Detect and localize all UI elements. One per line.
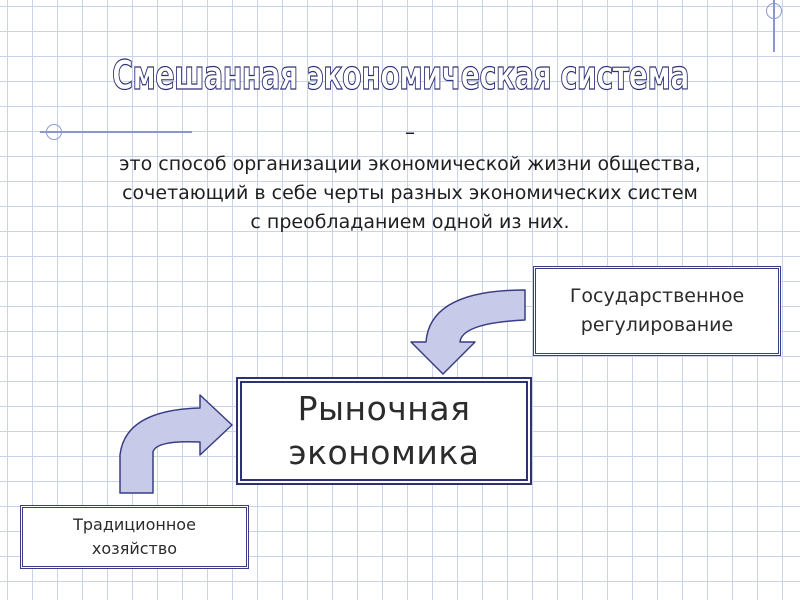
traditional-economy-line-1: Традиционное bbox=[73, 515, 196, 534]
market-economy-line-1: Рыночная bbox=[297, 389, 471, 428]
definition-line-2: сочетающий в себе черты разных экономиче… bbox=[122, 182, 698, 204]
definition-line-1: это способ организации экономической жиз… bbox=[119, 153, 701, 175]
page-title: Смешанная экономическая система bbox=[112, 53, 690, 99]
traditional-economy-box: Традиционное хозяйство bbox=[20, 505, 249, 569]
definition-text: это способ организации экономической жиз… bbox=[40, 150, 780, 237]
title-dash: – bbox=[405, 120, 415, 144]
state-regulation-box: Государственное регулирование bbox=[533, 266, 781, 356]
definition-line-3: с преобладанием одной из них. bbox=[250, 211, 570, 233]
state-regulation-line-2: регулирование bbox=[580, 314, 734, 336]
state-regulation-line-1: Государственное bbox=[569, 285, 745, 307]
arrow-from-traditional-economy bbox=[119, 394, 233, 494]
arrow-from-state-regulation bbox=[410, 289, 526, 375]
market-economy-line-2: экономика bbox=[288, 433, 480, 472]
market-economy-box: Рыночная экономика bbox=[236, 377, 532, 485]
traditional-economy-line-2: хозяйство bbox=[91, 539, 178, 558]
